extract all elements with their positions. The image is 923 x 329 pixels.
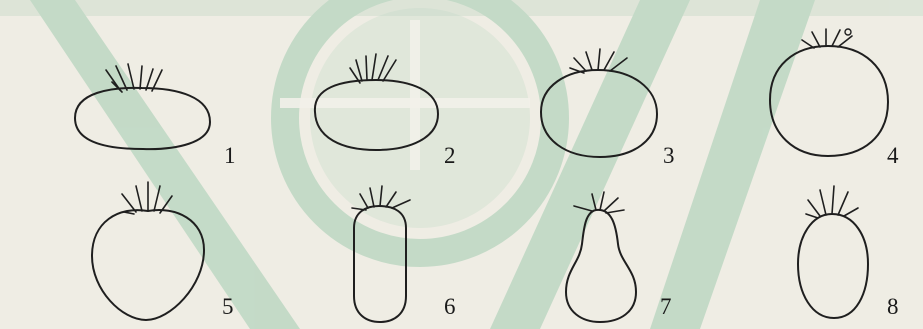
fig-number-8: 8 [887, 294, 899, 319]
fruit-8-sepals [806, 186, 858, 218]
fruit-8: 8 [798, 186, 899, 319]
fig-number-3: 3 [663, 143, 675, 168]
fig-number-5: 5 [222, 294, 234, 319]
fig-number-6: 6 [444, 294, 456, 319]
fruit-8-outline [798, 214, 868, 318]
watermark-left-stroke [30, 0, 300, 329]
fig-number-2: 2 [444, 143, 456, 168]
watermark-far-right-stroke [650, 0, 815, 329]
fig-number-4: 4 [887, 143, 899, 168]
fig-number-1: 1 [224, 143, 236, 168]
fig-number-7: 7 [660, 294, 672, 319]
watermark-cross-v [410, 20, 420, 170]
